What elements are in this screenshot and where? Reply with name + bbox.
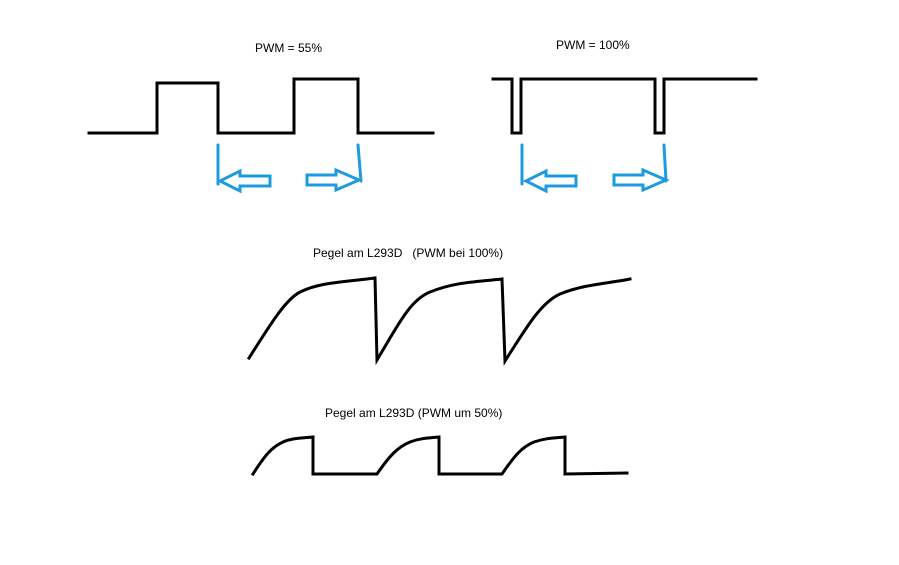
pegel-100-label: Pegel am L293D (PWM bei 100%) bbox=[313, 246, 504, 260]
right-arrow-icon bbox=[305, 167, 363, 193]
pwm-100-period-marker-right bbox=[662, 143, 668, 183]
pwm-100-square-wave bbox=[491, 77, 758, 135]
pegel-100-waveform bbox=[246, 276, 632, 366]
pwm-100-label: PWM = 100% bbox=[556, 38, 630, 52]
left-arrow-icon bbox=[522, 168, 578, 194]
pegel-50-waveform bbox=[250, 435, 629, 477]
right-arrow-icon bbox=[612, 167, 670, 193]
pwm-55-period-marker-right bbox=[356, 143, 363, 183]
pwm-55-square-wave bbox=[87, 77, 435, 135]
pwm-55-label: PWM = 55% bbox=[255, 41, 323, 55]
pegel-50-label: Pegel am L293D (PWM um 50%) bbox=[325, 406, 503, 420]
left-arrow-icon bbox=[216, 168, 272, 194]
